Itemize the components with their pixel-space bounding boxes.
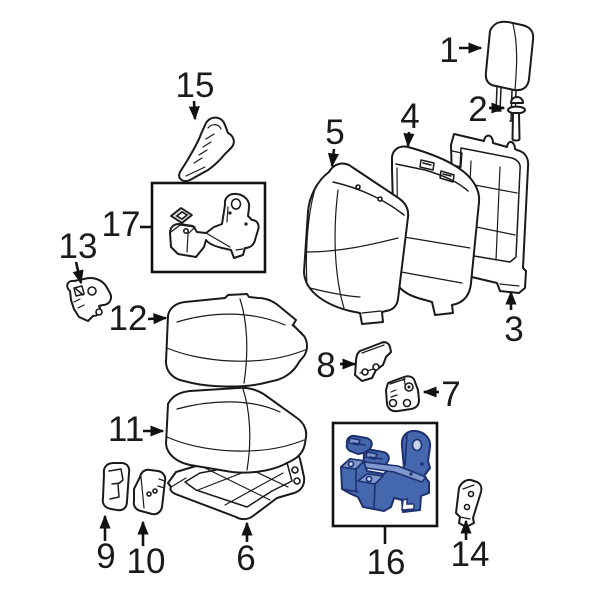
part-mount-bracket-right[interactable] [385, 375, 420, 413]
cap [510, 96, 524, 104]
part-trim-bracket[interactable] [455, 478, 483, 528]
callout-10-label[interactable]: 10 [127, 542, 166, 581]
arm-hole [411, 438, 423, 452]
seams [166, 388, 305, 471]
facets [389, 377, 407, 398]
callout-15-label[interactable]: 15 [176, 66, 215, 105]
callout-4-arrow [403, 131, 415, 148]
top-gusset [332, 181, 405, 216]
part-seat-cushion-cover[interactable] [165, 293, 308, 388]
callout-4-label[interactable]: 4 [400, 97, 419, 136]
outline [66, 276, 113, 322]
beam-top-facet [363, 461, 427, 483]
clip-1 [345, 434, 373, 455]
bracket-hole [230, 198, 242, 210]
callout-5-arrow [327, 148, 340, 168]
part-riser-bracket[interactable] [178, 116, 235, 182]
bracket-details [170, 206, 244, 253]
hole-right [402, 398, 412, 408]
outline [303, 162, 410, 325]
outline [354, 341, 392, 382]
hole-1 [361, 368, 369, 376]
top-band [395, 163, 469, 192]
callout-13-arrow [72, 261, 84, 285]
callout-2-label[interactable]: 2 [468, 90, 487, 129]
details [185, 124, 222, 177]
rivet-2 [244, 222, 248, 226]
hole-left [388, 398, 398, 408]
callout-12-label[interactable]: 12 [109, 299, 148, 338]
face-line [140, 476, 166, 509]
callout-5-label[interactable]: 5 [325, 113, 344, 152]
callout-arrows [72, 42, 517, 546]
silhouette [340, 429, 432, 513]
crease [512, 23, 518, 91]
foot2-screw [365, 475, 373, 483]
facet-lines [341, 433, 408, 509]
screw-2 [152, 488, 158, 494]
part-16-box[interactable] [331, 421, 439, 528]
inner-step [108, 468, 124, 500]
edge-line [459, 484, 475, 520]
callout-1-label[interactable]: 1 [439, 31, 458, 70]
guide-slot-2 [439, 170, 455, 183]
arm-hole-1 [291, 466, 299, 474]
callout-16-label[interactable]: 16 [367, 543, 406, 582]
part-seat-cushion-pad[interactable] [165, 386, 308, 474]
hole-2 [95, 308, 103, 316]
callout-14-label[interactable]: 14 [451, 535, 490, 574]
gusset-hole-2 [377, 196, 383, 202]
callout-11-label[interactable]: 11 [108, 410, 144, 449]
screw-1 [146, 491, 152, 497]
rivet-1 [228, 211, 232, 215]
hook-opening [401, 498, 415, 511]
square-hole [73, 285, 85, 297]
hole-2 [372, 363, 380, 371]
outline [165, 386, 308, 474]
outline [484, 20, 535, 92]
callout-9-label[interactable]: 9 [96, 537, 115, 576]
hole-top-pin [407, 385, 411, 389]
rivet-1 [420, 462, 424, 466]
callout-17-label[interactable]: 17 [102, 205, 141, 244]
hole-1 [87, 286, 97, 296]
part-headrest-support-bolt[interactable] [507, 96, 526, 142]
callout-labels: 1 2 3 4 5 6 7 8 9 10 11 12 13 14 15 16 1… [59, 31, 524, 582]
part-headrest[interactable] [484, 20, 535, 122]
highlighted-bracket [340, 429, 432, 513]
foot-screw [183, 228, 190, 235]
hole-1 [467, 490, 475, 498]
arm-hole-2 [293, 477, 301, 485]
part-seat-back-cover[interactable] [303, 162, 410, 325]
gusset-hole-1 [355, 184, 361, 190]
seams [305, 185, 399, 314]
hatch [73, 298, 85, 309]
callout-6-label[interactable]: 6 [236, 539, 255, 578]
outline [165, 293, 308, 388]
spring-grid [170, 461, 289, 506]
guide-slot-1 [419, 159, 435, 171]
callout-15-arrow [188, 100, 200, 121]
clip-diamond-hole [175, 211, 189, 220]
rivet-2 [409, 472, 413, 476]
callout-7-label[interactable]: 7 [441, 375, 460, 414]
outline [178, 116, 235, 182]
callout-8-label[interactable]: 8 [316, 346, 335, 385]
part-side-bracket[interactable] [66, 276, 113, 322]
callout-3-label[interactable]: 3 [504, 310, 523, 349]
seams [166, 298, 306, 384]
bracket-outline [169, 192, 260, 259]
callout-13-label[interactable]: 13 [59, 227, 98, 266]
part-hinge-bracket-outer[interactable] [101, 462, 131, 512]
part-hinge-bracket-inner[interactable] [132, 468, 167, 516]
part-17-box[interactable] [150, 181, 267, 274]
part-mount-bracket-upper[interactable] [354, 341, 392, 382]
shaft [511, 112, 521, 142]
foot1-screw [347, 460, 355, 468]
callout-12-arrow [147, 313, 168, 325]
hole-2 [463, 503, 471, 511]
